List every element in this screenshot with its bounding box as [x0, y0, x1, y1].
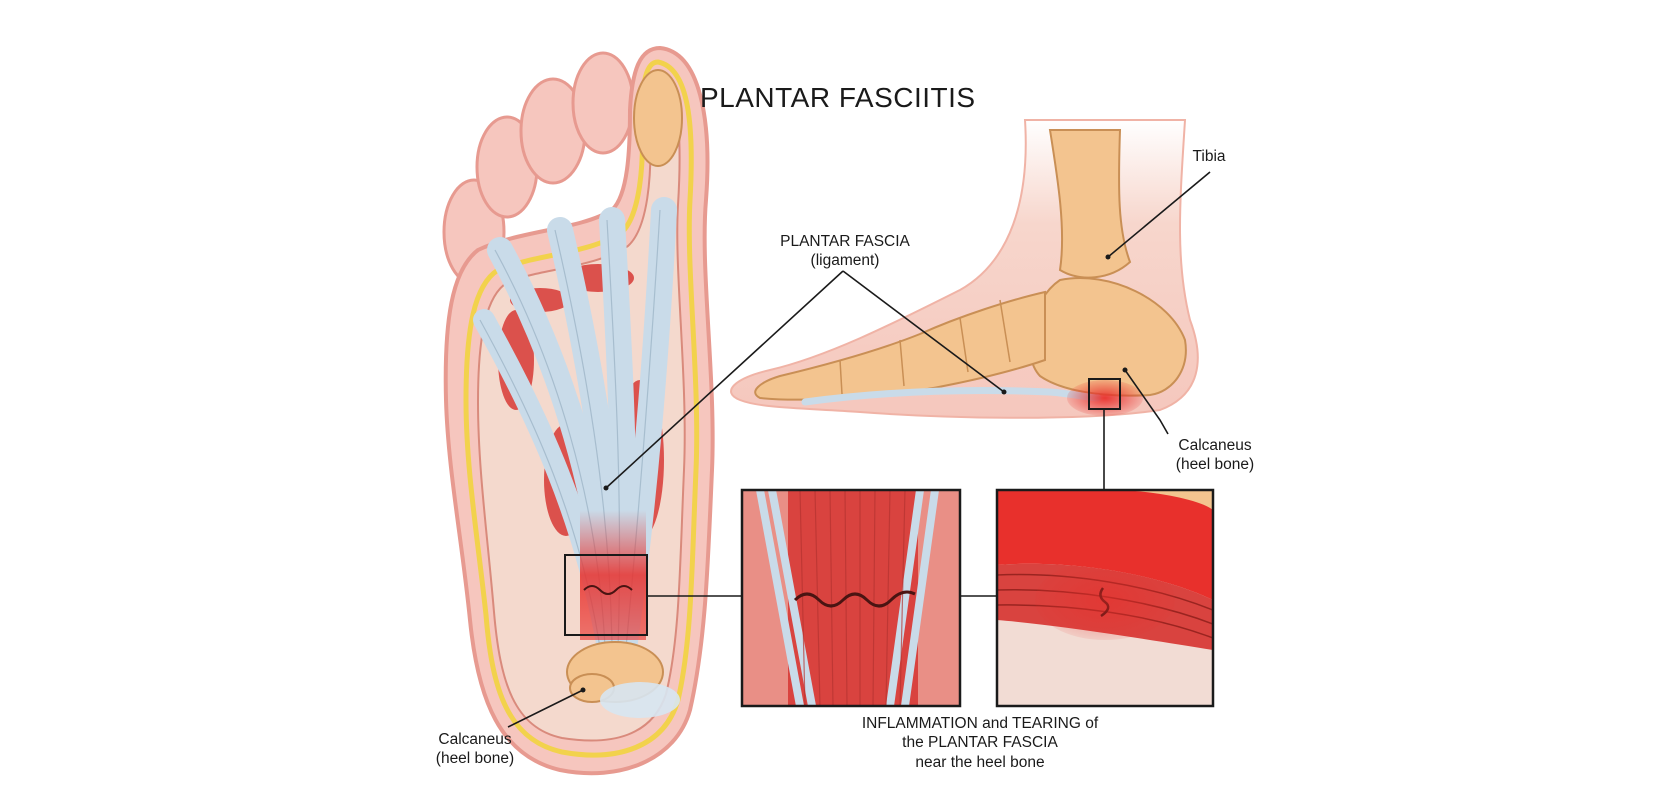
calcaneus-side-title: Calcaneus — [1178, 437, 1252, 454]
plantar-fascia-title: PLANTAR FASCIA — [780, 233, 910, 250]
calcaneus-bottom-subtitle: (heel bone) — [435, 750, 515, 768]
plantar-fascia-label: PLANTAR FASCIA (ligament) — [760, 232, 930, 271]
caption-line-1: INFLAMMATION and TEARING of — [861, 715, 1099, 732]
calcaneus-side-label: Calcaneus (heel bone) — [1155, 436, 1275, 475]
calcaneus-bottom-title: Calcaneus — [438, 731, 512, 748]
calcaneus-bottom-leader — [507, 689, 584, 728]
plantar-fascia-subtitle: (ligament) — [810, 252, 880, 270]
caption: INFLAMMATION and TEARING of the PLANTAR … — [830, 714, 1130, 772]
foot-side-view — [730, 119, 1199, 419]
calcaneus-bottom-bone — [566, 641, 680, 718]
leader-dots — [580, 254, 1128, 693]
calcaneus-bottom-label: Calcaneus (heel bone) — [425, 730, 525, 769]
caption-line-2: the PLANTAR FASCIA — [902, 734, 1058, 752]
inflammation-side — [1067, 380, 1143, 416]
calcaneus-side-leader — [1124, 369, 1169, 435]
page-title: PLANTAR FASCIITIS — [700, 82, 976, 113]
foot-bottom-view — [442, 45, 715, 776]
caption-line-3: near the heel bone — [915, 753, 1045, 771]
zoom-panel-bottom — [740, 488, 962, 708]
detail-box-bottom — [564, 554, 648, 636]
tibia-label: Tibia — [1192, 148, 1226, 165]
tibia-leader — [1107, 171, 1211, 258]
inflamed-fascia-bottom — [580, 510, 646, 640]
leader-lines — [507, 171, 1211, 728]
tibia-bone — [1048, 129, 1132, 279]
big-toe-bone — [633, 69, 683, 167]
calcaneus-side-subtitle: (heel bone) — [1175, 456, 1255, 474]
fascia-leader-right — [842, 270, 1005, 393]
tear-line-bottom — [583, 585, 633, 595]
fascia-leader-left — [605, 270, 844, 489]
zoom-panel-side — [995, 488, 1215, 708]
